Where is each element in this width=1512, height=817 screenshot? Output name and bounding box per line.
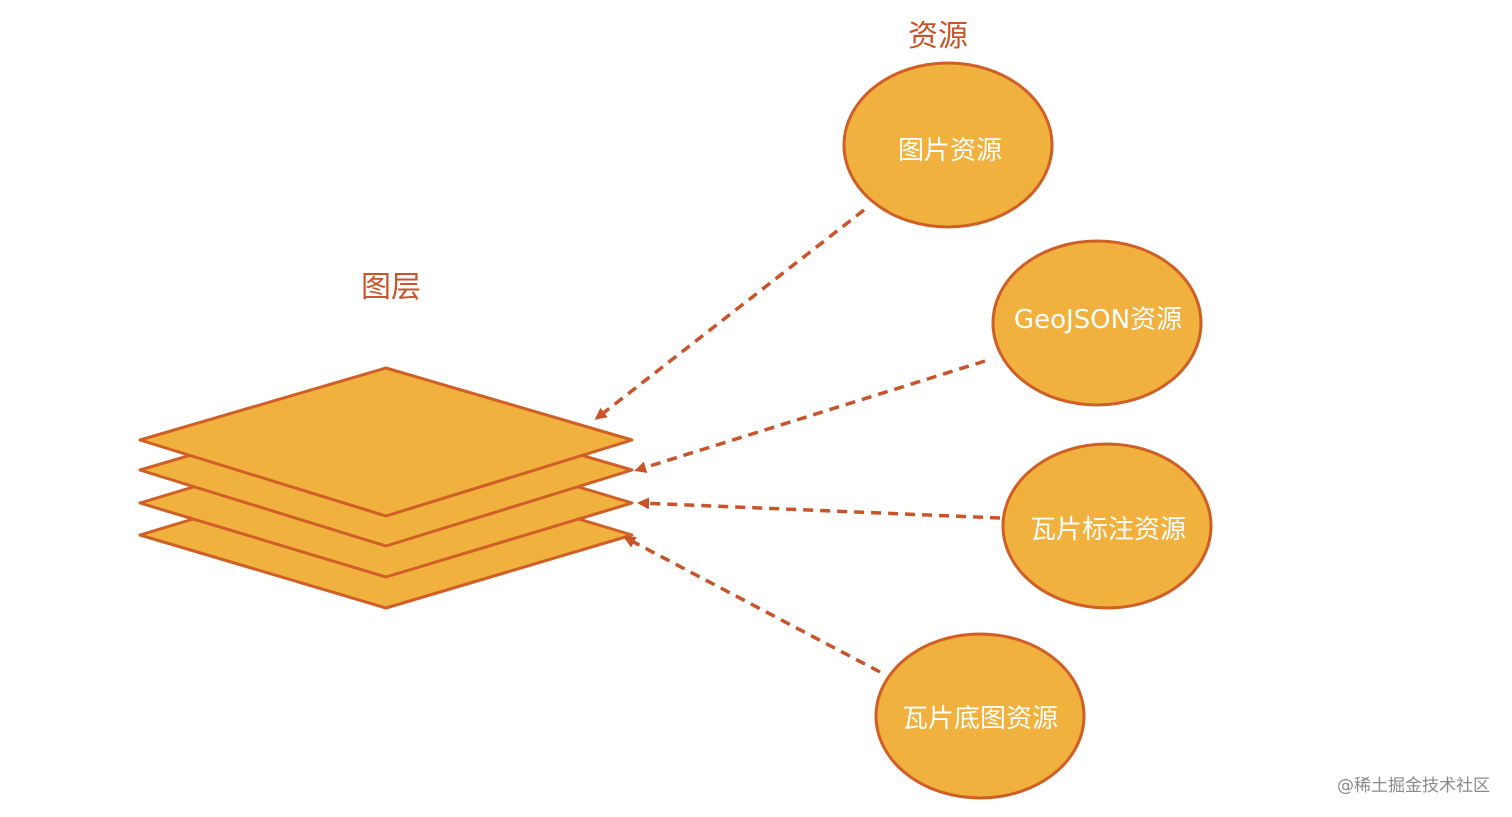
resource-node-image: 图片资源	[842, 61, 1054, 229]
watermark: @稀土掘金技术社区	[1337, 776, 1490, 796]
resource-label: 瓦片标注资源	[1030, 515, 1186, 545]
layer-sheet-1	[138, 366, 634, 518]
resource-label: 瓦片底图资源	[902, 704, 1058, 734]
arrow-tile-base-to-layer	[623, 536, 881, 674]
resource-node-tile-base: 瓦片底图资源	[874, 632, 1086, 800]
arrow-geojson-to-layer	[634, 359, 986, 474]
arrow-image-to-layer	[594, 208, 866, 420]
arrows	[594, 208, 1001, 674]
resources-heading: 资源	[908, 19, 968, 54]
layer-stack	[138, 366, 634, 610]
arrow-tile-label-to-layer	[637, 497, 1001, 520]
resource-label: GeoJSON资源	[1014, 305, 1182, 335]
resource-node-geojson: GeoJSON资源	[991, 239, 1203, 407]
resource-node-tile-label: 瓦片标注资源	[1001, 442, 1213, 610]
resource-label: 图片资源	[898, 136, 1002, 166]
layers-heading: 图层	[361, 270, 421, 305]
